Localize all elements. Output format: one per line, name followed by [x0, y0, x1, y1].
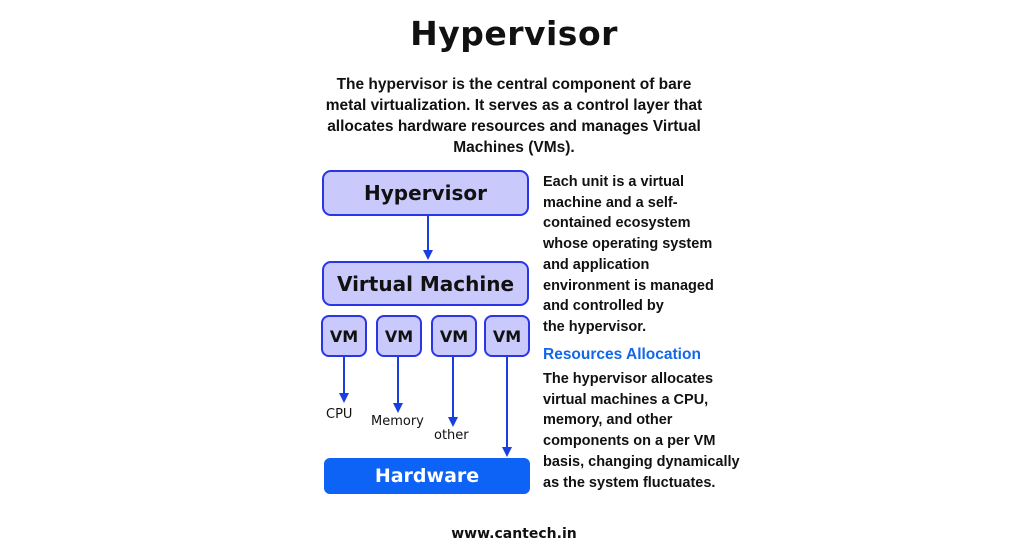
vm-description: Each unit is a virtual machine and a sel… [543, 174, 714, 335]
page-title: Hypervisor [410, 14, 618, 53]
footer-url: www.cantech.in [451, 526, 577, 542]
vm-box-2: VM [376, 315, 422, 357]
vm-box-3: VM [431, 315, 477, 357]
hardware-box: Hardware [324, 458, 530, 494]
resources-allocation-text: The hypervisor allocates virtual machine… [543, 371, 740, 491]
resources-allocation-heading: Resources Allocation [543, 346, 701, 363]
vm-box-1: VM [321, 315, 367, 357]
intro-text: The hypervisor is the central component … [325, 76, 703, 156]
resource-label-memory: Memory [371, 414, 424, 429]
hypervisor-box: Hypervisor [322, 170, 529, 216]
vm-box-4: VM [484, 315, 530, 357]
resource-label-other: other [434, 428, 469, 443]
virtual-machine-box: Virtual Machine [322, 261, 529, 306]
resource-label-cpu: CPU [326, 407, 353, 422]
